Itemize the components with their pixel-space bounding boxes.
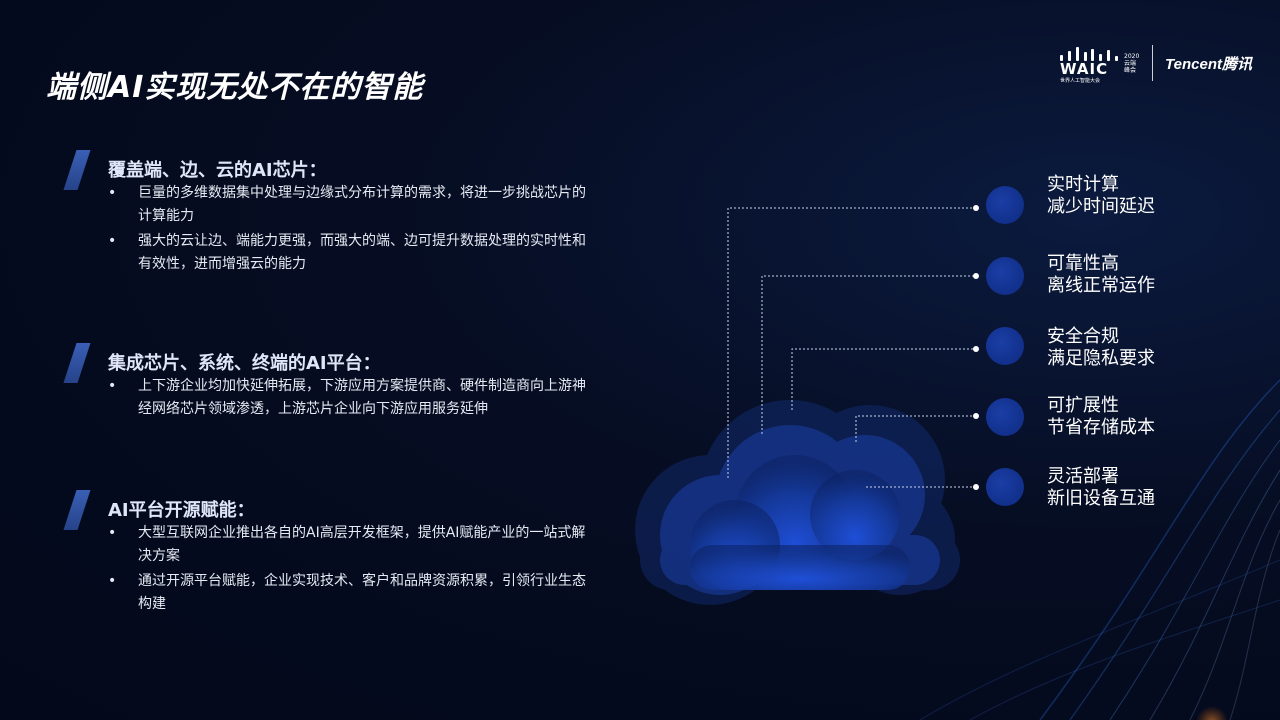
cloud-diagram-graphic <box>635 205 979 605</box>
feature-desc: 节省存储成本 <box>1047 417 1155 438</box>
feature-circle-icon <box>986 327 1024 365</box>
section-open-source: AI平台开源赋能： • 大型互联网企业推出各自的AI高层开发框架，提供AI赋能产业… <box>63 490 586 630</box>
bullet-icon: • <box>108 525 117 541</box>
feature-desc: 满足隐私要求 <box>1047 348 1155 369</box>
logo-area: WAIC 世界人工智能大会 2020 云端峰会 Tencent腾讯 <box>1060 44 1252 84</box>
feature-title: 安全合规 <box>1047 326 1119 347</box>
bullet-item: • 强大的云让边、端能力更强，而强大的端、边可提升数据处理的实时性和有效性，进而增… <box>108 230 588 276</box>
logo-divider <box>1152 45 1154 81</box>
bullet-icon: • <box>108 573 117 589</box>
bullet-text: 强大的云让边、端能力更强，而强大的端、边可提升数据处理的实时性和有效性，进而增强… <box>138 233 586 272</box>
section-slash-icon <box>63 150 91 190</box>
waic-logo: WAIC 世界人工智能大会 2020 云端峰会 <box>1060 47 1140 84</box>
bullet-icon: • <box>108 378 117 394</box>
bullet-text: 巨量的多维数据集中处理与边缘式分布计算的需求，将进一步挑战芯片的计算能力 <box>138 185 586 224</box>
feature-desc: 离线正常运作 <box>1047 275 1155 296</box>
waic-logo-side-text: 云端峰会 <box>1124 59 1137 74</box>
bullet-text: 通过开源平台赋能，企业实现技术、客户和品牌资源积累，引领行业生态构建 <box>138 573 586 612</box>
feature-title: 可扩展性 <box>1047 395 1119 416</box>
bullet-item: • 上下游企业均加快延伸拓展，下游应用方案提供商、硬件制造商向上游神经网络芯片领域… <box>108 375 588 421</box>
section-heading: 集成芯片、系统、终端的AI平台： <box>108 353 381 374</box>
bullet-list: • 大型互联网企业推出各自的AI高层开发框架，提供AI赋能产业的一站式解决方案 •… <box>108 522 588 618</box>
feature-circle-icon <box>986 257 1024 295</box>
feature-security: 安全合规 满足隐私要求 <box>1047 326 1155 370</box>
waic-mark-icon: WAIC 世界人工智能大会 <box>1060 47 1118 84</box>
section-slash-icon <box>63 490 91 530</box>
bullet-icon: • <box>108 233 117 249</box>
tencent-logo: Tencent腾讯 <box>1165 55 1252 73</box>
page-title: 端侧AI实现无处不在的智能 <box>46 70 424 105</box>
feature-reliability: 可靠性高 离线正常运作 <box>1047 253 1155 297</box>
section-heading: AI平台开源赋能： <box>108 500 255 521</box>
feature-circle-icon <box>986 468 1024 506</box>
bullet-item: • 通过开源平台赋能，企业实现技术、客户和品牌资源积累，引领行业生态构建 <box>108 570 588 616</box>
feature-circle-icon <box>986 186 1024 224</box>
feature-title: 可靠性高 <box>1047 253 1119 274</box>
bullet-list: • 巨量的多维数据集中处理与边缘式分布计算的需求，将进一步挑战芯片的计算能力 • 强… <box>108 182 588 278</box>
cloud-diagram: 实时计算 减少时间延迟 可靠性高 离线正常运作 安全合规 满足隐私要求 可扩展性… <box>630 160 1270 620</box>
waic-logo-year: 2020 <box>1124 52 1140 60</box>
waic-logo-subtitle: 世界人工智能大会 <box>1060 78 1101 84</box>
feature-flexible-deployment: 灵活部署 新旧设备互通 <box>1047 466 1155 510</box>
feature-scalability: 可扩展性 节省存储成本 <box>1047 395 1155 439</box>
feature-circle-icon <box>986 398 1024 436</box>
bullet-item: • 大型互联网企业推出各自的AI高层开发框架，提供AI赋能产业的一站式解决方案 <box>108 522 588 568</box>
bullet-text: 上下游企业均加快延伸拓展，下游应用方案提供商、硬件制造商向上游神经网络芯片领域渗… <box>138 378 586 417</box>
feature-realtime: 实时计算 减少时间延迟 <box>1047 174 1155 218</box>
section-slash-icon <box>63 343 91 383</box>
feature-desc: 减少时间延迟 <box>1047 196 1155 217</box>
feature-title: 灵活部署 <box>1047 466 1119 487</box>
section-ai-chips: 覆盖端、边、云的AI芯片： • 巨量的多维数据集中处理与边缘式分布计算的需求，将进… <box>63 150 586 290</box>
waic-logo-text: WAIC <box>1060 60 1109 78</box>
feature-title: 实时计算 <box>1047 174 1119 195</box>
bullet-list: • 上下游企业均加快延伸拓展，下游应用方案提供商、硬件制造商向上游神经网络芯片领域… <box>108 375 588 423</box>
bullet-item: • 巨量的多维数据集中处理与边缘式分布计算的需求，将进一步挑战芯片的计算能力 <box>108 182 588 228</box>
bullet-text: 大型互联网企业推出各自的AI高层开发框架，提供AI赋能产业的一站式解决方案 <box>138 525 586 564</box>
feature-desc: 新旧设备互通 <box>1047 488 1155 509</box>
section-heading: 覆盖端、边、云的AI芯片： <box>108 160 327 181</box>
waic-logo-side: 2020 云端峰会 <box>1124 53 1140 74</box>
bullet-icon: • <box>108 185 117 201</box>
section-ai-platform: 集成芯片、系统、终端的AI平台： • 上下游企业均加快延伸拓展，下游应用方案提供商… <box>63 343 586 463</box>
